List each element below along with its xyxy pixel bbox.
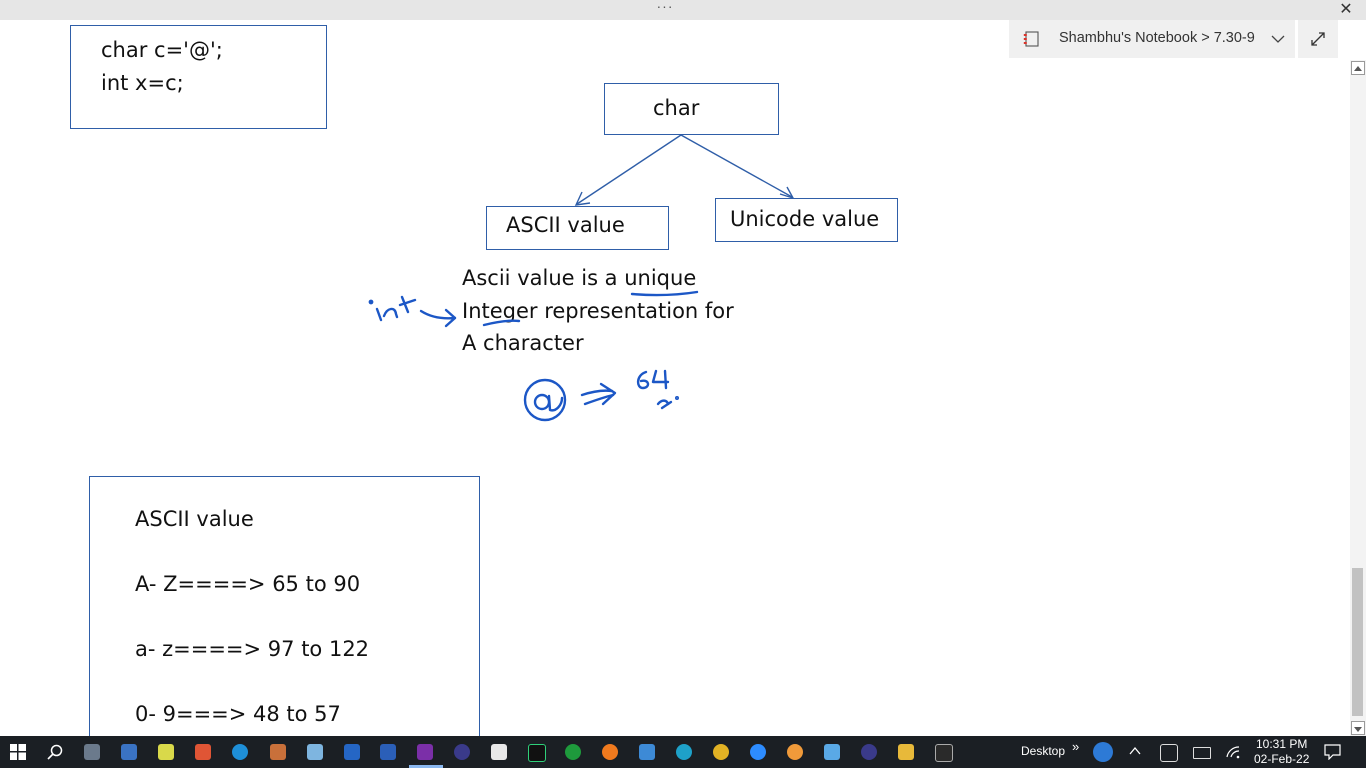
desktop-toolbar-label[interactable]: Desktop (1021, 744, 1066, 758)
scroll-up-button[interactable] (1351, 61, 1365, 75)
code-box[interactable] (70, 25, 327, 129)
notes-app-icon[interactable] (158, 744, 174, 760)
app-icon-snowflake[interactable] (824, 744, 840, 760)
expand-icon (1311, 32, 1325, 46)
word-icon[interactable] (380, 744, 396, 760)
search-icon[interactable] (47, 744, 63, 760)
wifi-icon[interactable] (1225, 745, 1241, 759)
notifications-icon[interactable] (1324, 744, 1341, 760)
zoom-icon[interactable] (750, 744, 766, 760)
vertical-scrollbar[interactable] (1350, 60, 1366, 736)
taskbar: Desktop » 10:31 PM 02-Feb-22 (0, 736, 1366, 768)
unicode-value-node[interactable] (715, 198, 898, 242)
network-adapter-icon[interactable] (1160, 744, 1178, 762)
help-icon[interactable] (1093, 742, 1113, 762)
calculator-icon[interactable] (84, 744, 100, 760)
char-node[interactable] (604, 83, 779, 135)
char-node-label: char (653, 96, 700, 120)
paint-icon[interactable] (491, 744, 507, 760)
ascii-row-lowercase: a- z====> 97 to 122 (135, 637, 370, 661)
expand-button[interactable] (1298, 20, 1338, 58)
keyboard-icon[interactable] (121, 744, 137, 760)
ascii-row-digits: 0- 9===> 48 to 57 (135, 702, 341, 726)
chevron-up-icon[interactable] (1129, 746, 1141, 756)
window-top-bar: ··· ✕ (0, 0, 1366, 20)
app-icon-orange[interactable] (787, 744, 803, 760)
code-line-1: char c='@'; (101, 38, 223, 62)
ascii-value-node[interactable] (486, 206, 669, 250)
taskview-icon[interactable] (344, 744, 360, 760)
skype-icon[interactable] (232, 744, 248, 760)
more-options-dots[interactable]: ··· (656, 0, 674, 14)
command-prompt-icon[interactable] (935, 744, 953, 762)
breadcrumb[interactable]: Shambhu's Notebook > 7.30-9 (1009, 20, 1295, 58)
onenote-active-indicator (409, 765, 443, 768)
definition-line-3: A character (462, 331, 584, 355)
code-line-2: int x=c; (101, 71, 184, 95)
chevron-down-icon[interactable] (1271, 33, 1285, 45)
app-icon-red[interactable] (195, 744, 211, 760)
breadcrumb-text: Shambhu's Notebook > 7.30-9 (1059, 30, 1255, 46)
ascii-row-uppercase: A- Z====> 65 to 90 (135, 572, 361, 596)
unicode-value-node-label: Unicode value (730, 207, 880, 231)
battery-icon[interactable] (1193, 747, 1211, 759)
eclipse-icon-2[interactable] (861, 744, 877, 760)
remote-desktop-icon[interactable] (639, 744, 655, 760)
close-icon[interactable]: ✕ (1339, 1, 1353, 18)
clock-date[interactable]: 02-Feb-22 (1254, 752, 1310, 766)
clock-time[interactable]: 10:31 PM (1256, 737, 1308, 751)
onenote-icon[interactable] (417, 744, 433, 760)
app-icon-green-ring[interactable] (565, 744, 581, 760)
windows-start-icon[interactable] (10, 744, 26, 760)
ascii-table-box[interactable] (89, 476, 480, 756)
wps-writer-icon[interactable] (270, 744, 286, 760)
chrome-icon[interactable] (713, 744, 729, 760)
notepad-icon[interactable] (307, 744, 323, 760)
scroll-down-button[interactable] (1351, 721, 1365, 735)
pycharm-icon[interactable] (528, 744, 546, 762)
edge-icon[interactable] (676, 744, 692, 760)
notebook-icon (1023, 31, 1039, 47)
definition-line-2: Integer representation for (462, 299, 734, 323)
scroll-thumb[interactable] (1352, 568, 1363, 716)
ascii-table-title: ASCII value (135, 507, 254, 531)
toolbar-chevrons[interactable]: » (1072, 739, 1080, 754)
ascii-value-node-label: ASCII value (506, 213, 625, 237)
firefox-icon[interactable] (602, 744, 618, 760)
file-explorer-icon[interactable] (898, 744, 914, 760)
eclipse-icon[interactable] (454, 744, 470, 760)
definition-line-1: Ascii value is a unique (462, 266, 697, 290)
